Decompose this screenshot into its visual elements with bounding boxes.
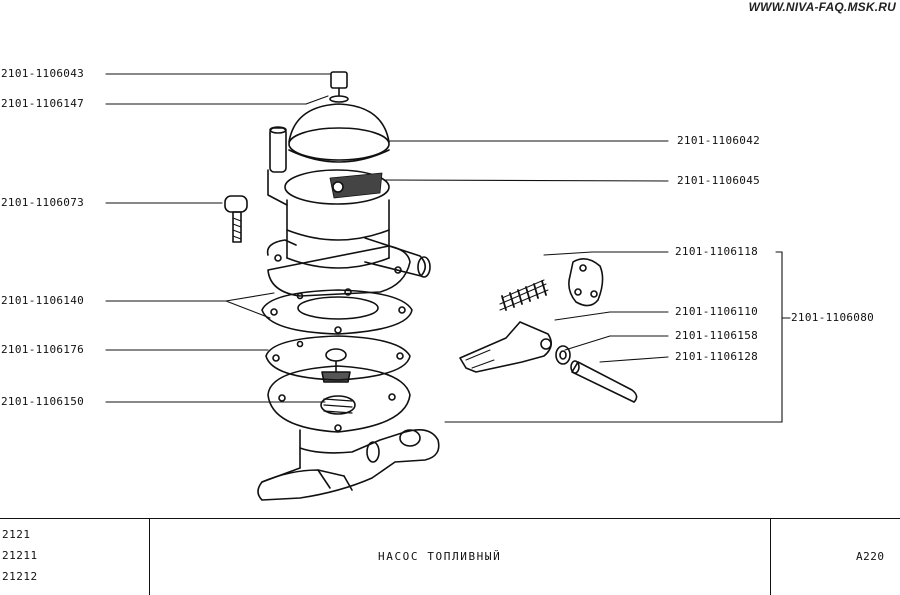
screw-part (224, 195, 248, 243)
filter-part (284, 169, 390, 205)
model-number: 21211 (2, 549, 38, 562)
model-number: 21212 (2, 570, 38, 583)
callout-label-lever: 2101-1106110 (675, 305, 759, 318)
callout-label-screw: 2101-1106073 (1, 196, 85, 209)
callout-label-seal-washer: 2101-1106158 (675, 329, 759, 342)
title-block-divider-left (149, 518, 150, 595)
seal-washer-part (555, 345, 571, 365)
pump-body-upper (266, 169, 431, 297)
callout-label-filter: 2101-1106045 (677, 174, 761, 187)
title-block: 2121 21211 21212 НАСОС ТОПЛИВНЫЙ A220 (0, 518, 900, 595)
callout-label-washer: 2101-1106147 (1, 97, 85, 110)
bolt-part (329, 71, 349, 103)
spring-part (499, 279, 549, 311)
fuel-pump-exploded-drawing (105, 71, 791, 501)
drawing-title: НАСОС ТОПЛИВНЫЙ (378, 550, 502, 563)
model-number: 2121 (2, 528, 31, 541)
callout-label-gaskets: 2101-1106140 (1, 294, 85, 307)
title-block-top-rule (0, 518, 900, 519)
callout-label-pin: 2101-1106128 (675, 350, 759, 363)
gasket-part-1 (261, 289, 413, 335)
callout-label-bolt: 2101-1106043 (1, 67, 85, 80)
callout-label-upper-valve: 2101-1106176 (1, 343, 85, 356)
diaphragm-part (267, 365, 411, 433)
callout-label-lever-assembly: 2101-1106080 (791, 311, 875, 324)
pin-part (570, 360, 638, 403)
site-watermark: WWW.NIVA-FAQ.MSK.RU (748, 0, 896, 14)
leader-lines (105, 73, 791, 423)
plate-part (568, 258, 604, 307)
cover-part (269, 103, 390, 173)
callout-label-diaphragm-spring: 2101-1106150 (1, 395, 85, 408)
callout-label-spring: 2101-1106118 (675, 245, 759, 258)
callout-label-cover: 2101-1106042 (677, 134, 761, 147)
lever-part (459, 321, 552, 373)
gasket-part-2 (265, 335, 411, 381)
title-block-divider-right (770, 518, 771, 595)
drawing-code: A220 (856, 550, 885, 563)
pump-body-lower (257, 429, 440, 501)
